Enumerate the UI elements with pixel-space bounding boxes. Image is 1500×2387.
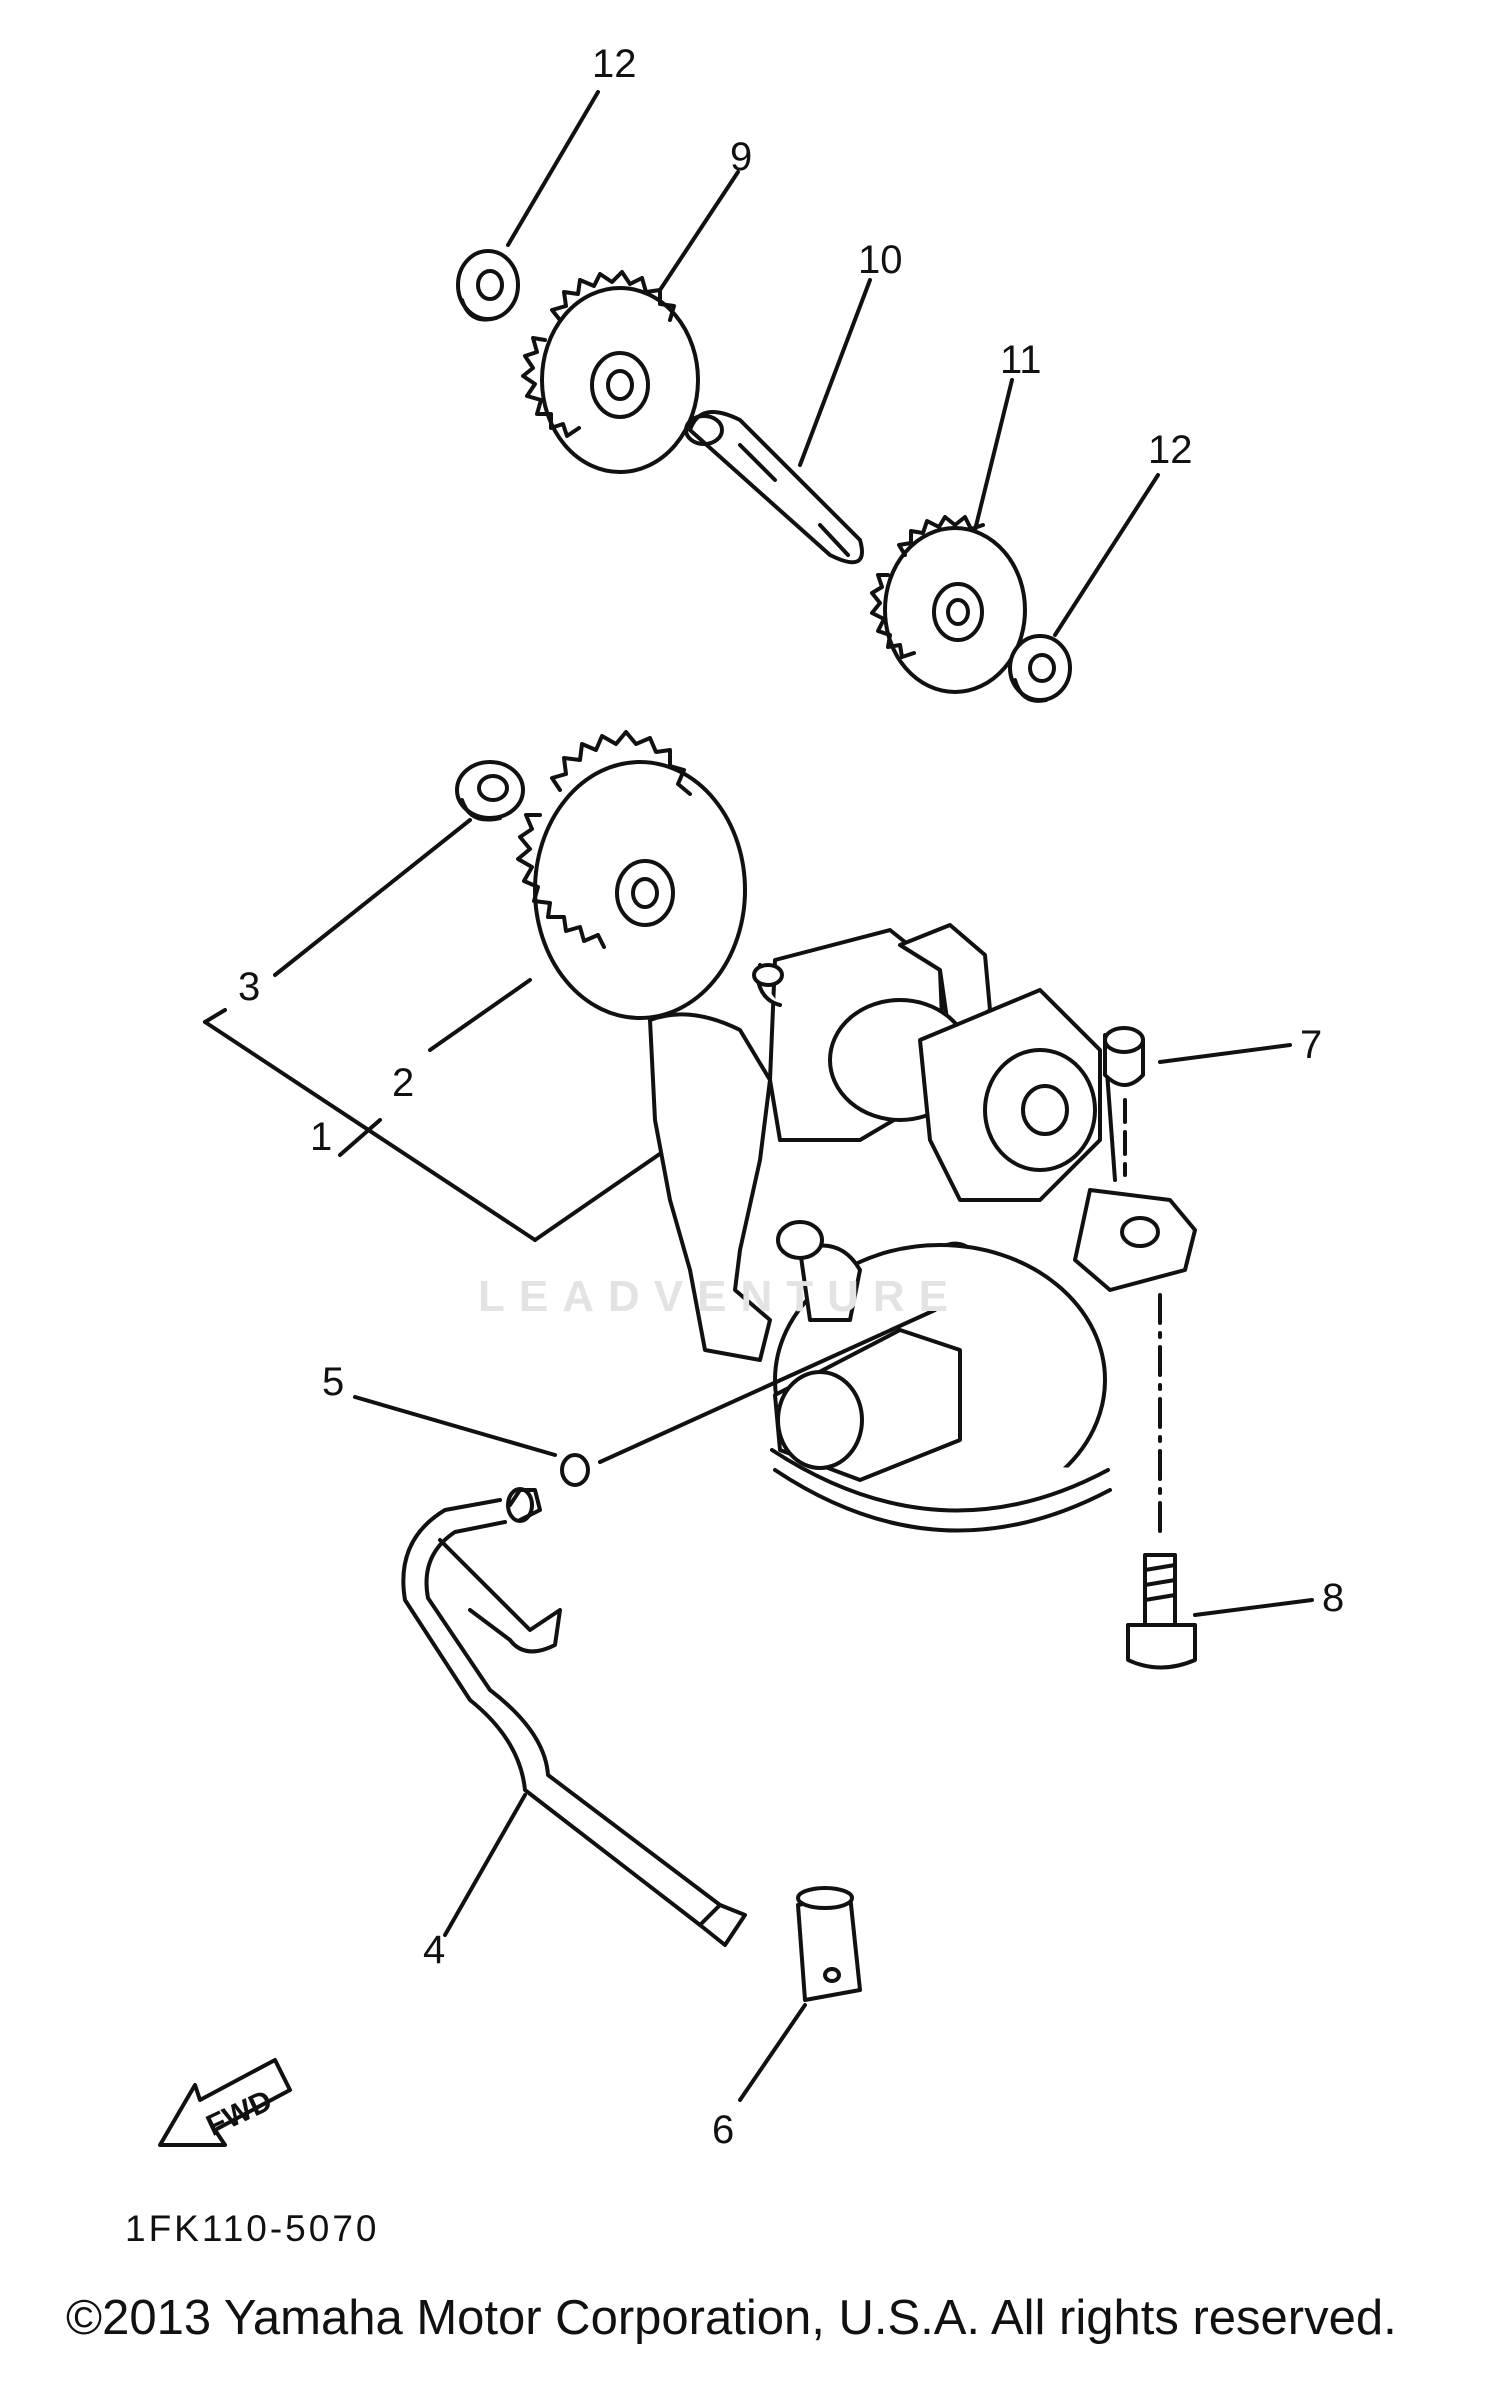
washer-top-12 bbox=[456, 249, 520, 322]
callout-5: 5 bbox=[322, 1360, 345, 1404]
callout-7: 7 bbox=[1300, 1023, 1323, 1067]
gear-11 bbox=[870, 515, 1027, 694]
callout-10: 10 bbox=[858, 238, 903, 282]
leader-10 bbox=[798, 278, 872, 467]
callout-1: 1 bbox=[310, 1115, 333, 1159]
callout-11: 11 bbox=[1000, 338, 1042, 382]
leader-12-top bbox=[506, 90, 600, 247]
leader-9 bbox=[658, 170, 740, 292]
gear-9 bbox=[521, 270, 700, 474]
callout-12-top: 12 bbox=[592, 42, 637, 86]
oil-pipe-4 bbox=[401, 1487, 747, 1947]
drawing-code: 1FK110-5070 bbox=[125, 2208, 380, 2249]
copyright-notice: ©2013 Yamaha Motor Corporation, U.S.A. A… bbox=[66, 2291, 1397, 2345]
collar-7 bbox=[1103, 1026, 1145, 1087]
leader-4 bbox=[443, 1793, 527, 1937]
washer-3 bbox=[455, 760, 525, 822]
callout-9: 9 bbox=[730, 135, 753, 179]
callout-12-right: 12 bbox=[1148, 428, 1193, 472]
callout-8: 8 bbox=[1322, 1576, 1345, 1620]
bolt-8 bbox=[1126, 1553, 1197, 1670]
gear-2 bbox=[516, 730, 747, 1020]
callout-4: 4 bbox=[423, 1928, 446, 1972]
block-6 bbox=[796, 1886, 862, 2002]
leader-2 bbox=[428, 978, 532, 1052]
leader-5-to-body bbox=[598, 1308, 937, 1464]
leader-3 bbox=[273, 818, 472, 977]
leader-11 bbox=[973, 378, 1014, 532]
oil-pump-body bbox=[648, 923, 1197, 1533]
callout-6: 6 bbox=[712, 2108, 735, 2152]
callout-2: 2 bbox=[392, 1061, 415, 1105]
leader-8 bbox=[1193, 1598, 1314, 1617]
shaft-10 bbox=[684, 410, 864, 565]
assembly-bracket-1 bbox=[203, 1008, 682, 1242]
washer-right-12 bbox=[1008, 634, 1072, 703]
leader-5 bbox=[353, 1395, 557, 1457]
callout-3: 3 bbox=[238, 965, 261, 1009]
watermark: LEADVENTURE bbox=[478, 1272, 963, 1321]
leader-12-right bbox=[1053, 473, 1160, 637]
fwd-arrow: FWD bbox=[158, 2058, 292, 2147]
o-ring-5 bbox=[560, 1453, 590, 1487]
leader-7 bbox=[1158, 1043, 1292, 1064]
leader-6 bbox=[738, 2003, 807, 2102]
